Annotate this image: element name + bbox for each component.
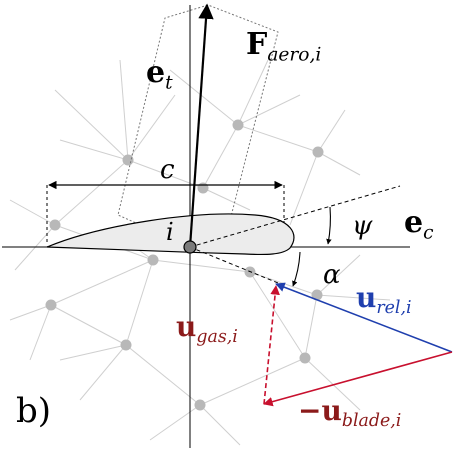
mesh-node xyxy=(311,289,323,301)
relative-velocity-label-sub: rel,i xyxy=(376,298,412,319)
blade-velocity-arrow xyxy=(263,351,453,407)
chord-label: c xyxy=(160,155,175,185)
force-label-main: F xyxy=(246,27,268,62)
node-label: i xyxy=(166,218,174,246)
mesh-node xyxy=(45,299,57,311)
blade-velocity-label-main: u xyxy=(321,394,342,427)
mesh-node xyxy=(299,352,311,364)
force-label: Faero,i xyxy=(246,30,321,65)
relative-velocity-label-main: u xyxy=(356,281,377,314)
psi-label: ψ xyxy=(352,211,373,241)
et-label-sub: t xyxy=(165,72,173,94)
gas-velocity-label-sub: gas,i xyxy=(196,327,238,348)
mesh-node xyxy=(122,154,134,166)
ec-label-sub: c xyxy=(423,222,434,244)
aero-force-arrow xyxy=(188,3,214,248)
blade-velocity-label-prefix: − xyxy=(298,394,322,427)
alpha-label: α xyxy=(323,260,341,290)
velocity-direction-line xyxy=(189,246,279,284)
mesh-node xyxy=(232,119,244,131)
ec-label-main: e xyxy=(404,205,424,240)
relative-velocity-arrow xyxy=(275,282,453,353)
mesh-node xyxy=(194,399,206,411)
mesh-node xyxy=(147,254,159,266)
psi-angle-arc xyxy=(326,206,332,245)
mesh-node xyxy=(120,339,132,351)
alpha-angle-arc xyxy=(292,251,301,287)
central-node-i xyxy=(183,240,197,254)
et-label: et xyxy=(146,58,173,93)
gas-velocity-arrow xyxy=(263,285,280,405)
ec-label: ec xyxy=(404,208,434,243)
mesh-lines xyxy=(9,59,391,446)
chord-direction-line xyxy=(189,185,401,248)
mesh-node xyxy=(312,146,324,158)
mesh-node xyxy=(49,219,61,231)
force-label-sub: aero,i xyxy=(267,44,322,66)
gas-velocity-label-main: u xyxy=(176,310,197,343)
et-label-main: e xyxy=(146,55,166,90)
mesh-nodes xyxy=(45,119,324,411)
gas-velocity-label: ugas,i xyxy=(176,313,238,346)
mesh-node xyxy=(197,182,209,194)
force-parallelogram xyxy=(117,4,279,248)
panel-label: b) xyxy=(16,391,52,431)
airfoil xyxy=(46,213,295,256)
blade-velocity-label-sub: blade,i xyxy=(341,411,402,432)
relative-velocity-label: urel,i xyxy=(356,284,412,317)
blade-velocity-label: −ublade,i xyxy=(298,397,401,430)
